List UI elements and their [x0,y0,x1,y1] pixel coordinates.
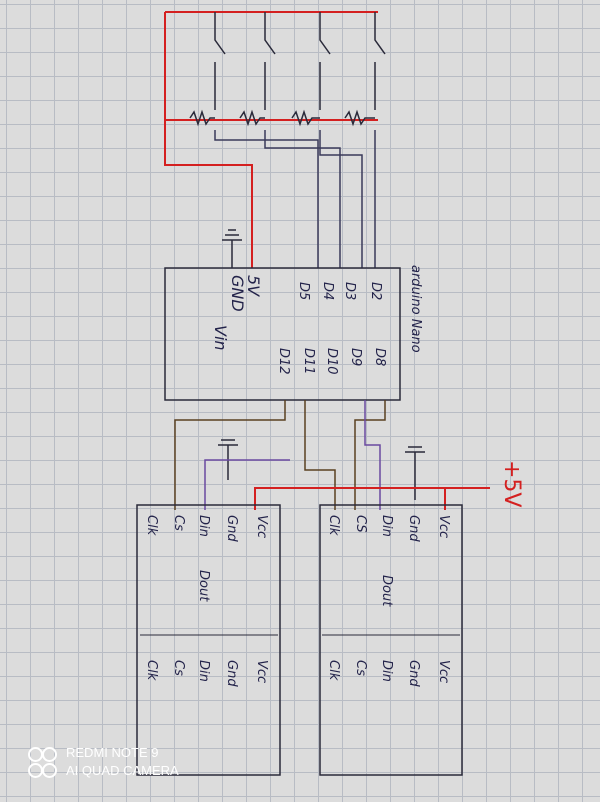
pin-d2: D2 [368,282,383,300]
pin-d4: D4 [320,282,335,300]
svg-text:Gnd: Gnd [224,660,239,687]
svg-text:Clk: Clk [144,660,159,681]
arduino-box [164,267,401,401]
watermark-line2: AI QUAD CAMERA [66,763,179,778]
vcc-rail [254,487,490,510]
module-right-labels: Vcc Gnd Din CS Clk Dout Vcc Gnd Din Cs C… [326,515,451,687]
svg-text:Din: Din [196,515,211,537]
svg-text:Cs: Cs [171,515,186,531]
svg-text:Din: Din [379,515,394,537]
power-label: +5V [499,460,524,507]
svg-text:Din: Din [379,660,394,682]
svg-text:Vcc: Vcc [254,515,269,538]
svg-text:Dout: Dout [196,570,211,602]
pin-d3: D3 [342,282,357,300]
svg-text:Cs: Cs [171,660,186,676]
pin-d9: D9 [348,348,363,366]
signal-wires [214,130,376,268]
module-left [136,504,281,776]
arduino-title: arduino Nano [408,265,423,353]
module-wires [174,400,386,510]
camera-watermark: REDMI NOTE 9 AI QUAD CAMERA [28,744,179,780]
pin-d8: D8 [372,348,387,366]
pin-d10: D10 [324,348,339,375]
pin-5v: 5V [244,275,263,297]
module-left-labels: Vcc Gnd Din Cs Clk Dout Vcc Gnd Din Cs C… [144,515,269,687]
pin-d12: D12 [276,348,291,375]
watermark-line1: REDMI NOTE 9 [66,745,159,760]
svg-text:Gnd: Gnd [224,515,239,542]
pin-d5: D5 [296,282,311,300]
red-5v-wire [164,11,378,268]
pin-gnd: GND [228,275,247,312]
svg-text:Dout: Dout [379,575,394,607]
din-wires [204,400,381,510]
svg-text:Vcc: Vcc [436,515,451,538]
svg-text:Din: Din [196,660,211,682]
pin-d11: D11 [301,348,316,375]
svg-text:Vcc: Vcc [436,660,451,683]
pin-vin: Vin [211,325,230,351]
svg-text:Vcc: Vcc [254,660,269,683]
switch-row [214,12,386,110]
resistor-row [189,109,375,127]
svg-text:CS: CS [353,515,368,533]
module-right [319,504,463,776]
svg-text:Gnd: Gnd [406,660,421,687]
camera-logo-icon [28,745,58,779]
ground-symbol [218,229,425,500]
svg-text:Gnd: Gnd [406,515,421,542]
svg-text:Cs: Cs [353,660,368,676]
svg-text:Clk: Clk [144,515,159,536]
svg-text:Clk: Clk [326,515,341,536]
svg-text:Clk: Clk [326,660,341,681]
